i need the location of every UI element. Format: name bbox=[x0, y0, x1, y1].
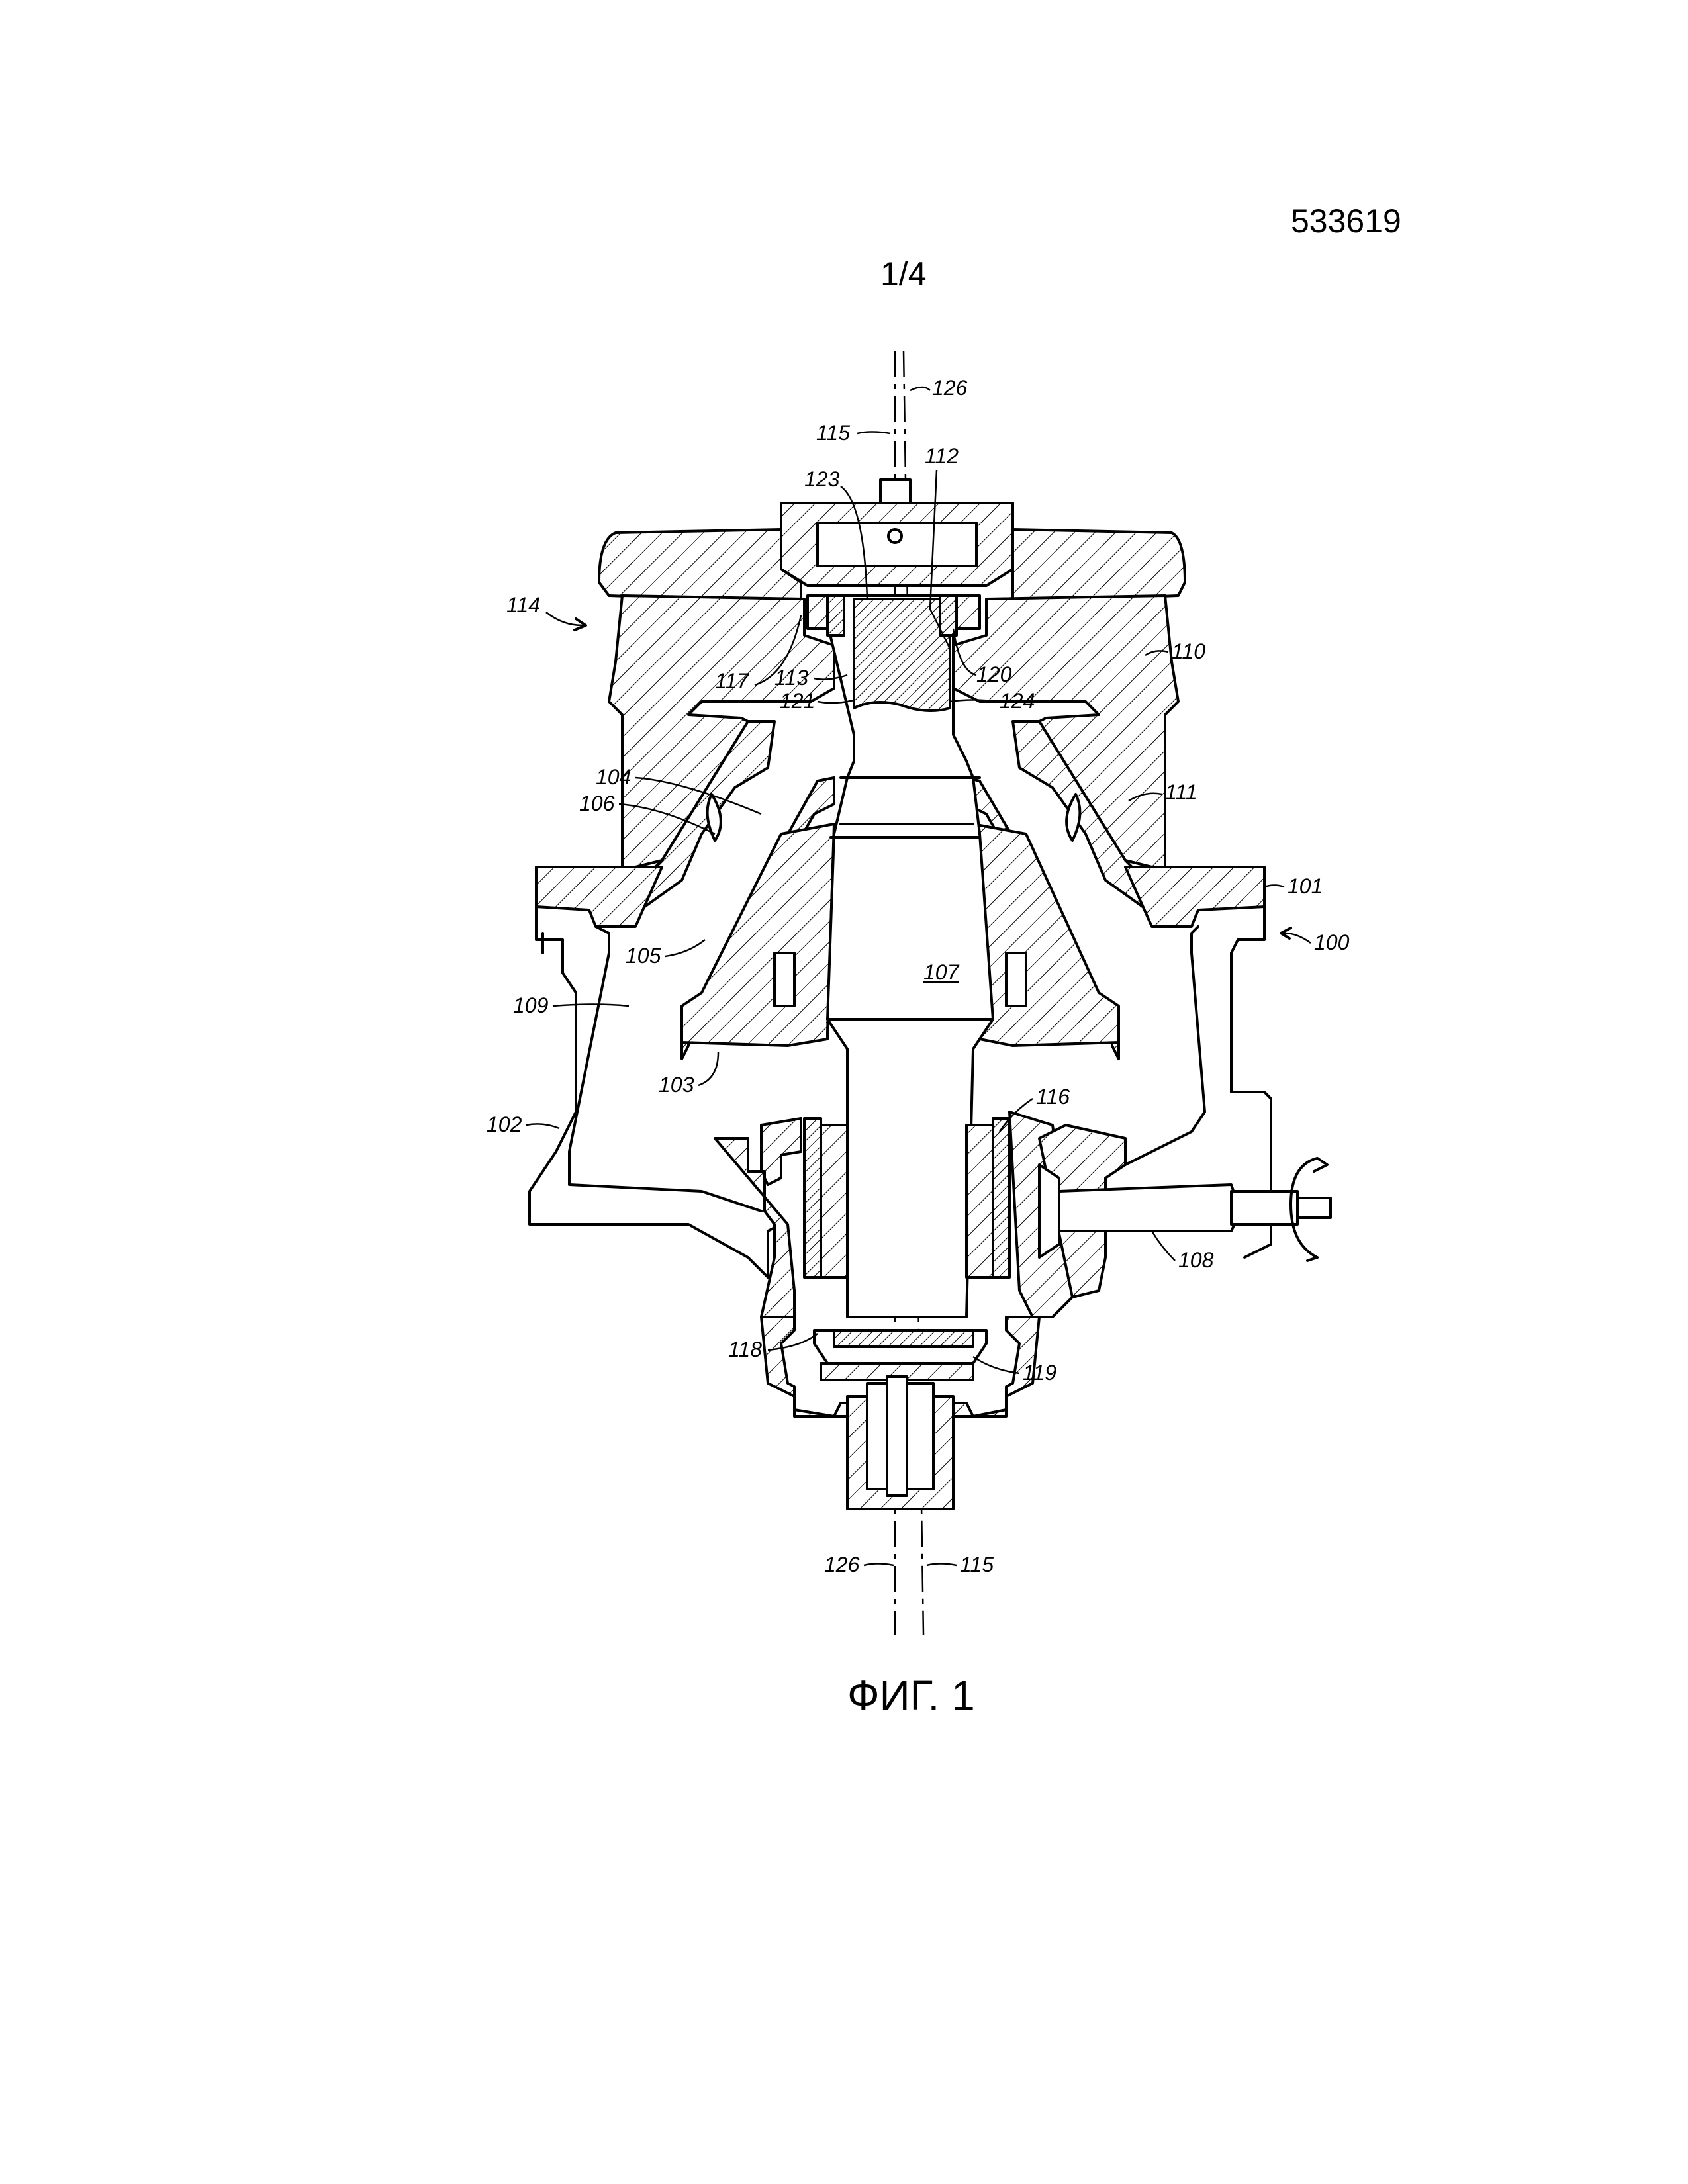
figure-caption: ФИГ. 1 bbox=[847, 1672, 975, 1719]
leader-110 bbox=[1145, 650, 1169, 657]
leader-101 bbox=[1264, 884, 1285, 888]
leader-105 bbox=[665, 939, 706, 958]
label-123: 123 bbox=[804, 467, 840, 491]
label-111: 111 bbox=[1165, 780, 1197, 804]
top-assembly bbox=[806, 594, 981, 637]
leader-116 bbox=[998, 1097, 1033, 1132]
label-112: 112 bbox=[925, 444, 959, 468]
leader-120 bbox=[952, 628, 977, 676]
leader-112 bbox=[929, 469, 951, 649]
leader-106 bbox=[618, 803, 716, 835]
leader-117 bbox=[754, 615, 802, 686]
label-124: 124 bbox=[1000, 689, 1035, 713]
leader-108 bbox=[1150, 1230, 1176, 1261]
bottom-bearing-housing bbox=[760, 1316, 1041, 1510]
label-104: 104 bbox=[596, 765, 631, 789]
label-100: 100 bbox=[1314, 931, 1350, 954]
leader-113 bbox=[814, 674, 848, 680]
leader-111 bbox=[1128, 792, 1162, 802]
leader-126-bottom bbox=[863, 1563, 894, 1567]
document-number: 533619 bbox=[1291, 203, 1401, 240]
leader-118 bbox=[767, 1333, 818, 1351]
label-115-top: 115 bbox=[816, 421, 850, 445]
label-109: 109 bbox=[513, 993, 549, 1017]
leader-102 bbox=[526, 1123, 560, 1130]
leader-109 bbox=[552, 1003, 630, 1007]
label-108: 108 bbox=[1178, 1248, 1214, 1272]
sheet-number: 1/4 bbox=[880, 255, 927, 293]
label-110: 110 bbox=[1172, 639, 1205, 663]
label-121: 121 bbox=[780, 689, 815, 713]
bowl-111 bbox=[634, 720, 1153, 915]
label-126-bottom: 126 bbox=[824, 1553, 860, 1576]
leader-115-bottom bbox=[926, 1563, 957, 1567]
label-117: 117 bbox=[715, 669, 749, 693]
pinion-shaft-108 bbox=[1038, 1124, 1332, 1298]
leader-104 bbox=[635, 776, 762, 815]
eccentric-housing-116 bbox=[714, 1111, 1074, 1325]
label-115-bottom: 115 bbox=[960, 1553, 994, 1576]
label-113: 113 bbox=[774, 666, 808, 690]
main-shaft-107 bbox=[820, 594, 994, 1318]
leader-114 bbox=[545, 612, 583, 627]
leader-124 bbox=[949, 699, 997, 703]
label-103: 103 bbox=[659, 1073, 694, 1097]
label-118: 118 bbox=[728, 1338, 762, 1361]
main-frame-102 bbox=[528, 866, 1272, 1279]
upper-frame-110 bbox=[608, 594, 1180, 868]
leader-103 bbox=[698, 1052, 720, 1087]
top-cap bbox=[598, 478, 1186, 604]
leader-123 bbox=[840, 485, 868, 600]
label-101: 101 bbox=[1288, 874, 1323, 898]
label-126-top: 126 bbox=[932, 376, 968, 400]
leader-119 bbox=[972, 1355, 1020, 1375]
label-102: 102 bbox=[487, 1113, 522, 1136]
leader-115-top bbox=[857, 431, 891, 435]
label-114: 114 bbox=[506, 593, 540, 617]
label-105: 105 bbox=[626, 944, 661, 968]
leader-100 bbox=[1284, 932, 1311, 944]
leader-126-top bbox=[910, 386, 931, 392]
label-119: 119 bbox=[1023, 1361, 1056, 1385]
label-116: 116 bbox=[1036, 1085, 1070, 1109]
label-107: 107 bbox=[923, 960, 960, 984]
mantle-head bbox=[680, 776, 1120, 1060]
label-120: 120 bbox=[976, 662, 1012, 686]
label-106: 106 bbox=[579, 792, 615, 815]
leader-121 bbox=[817, 699, 855, 704]
